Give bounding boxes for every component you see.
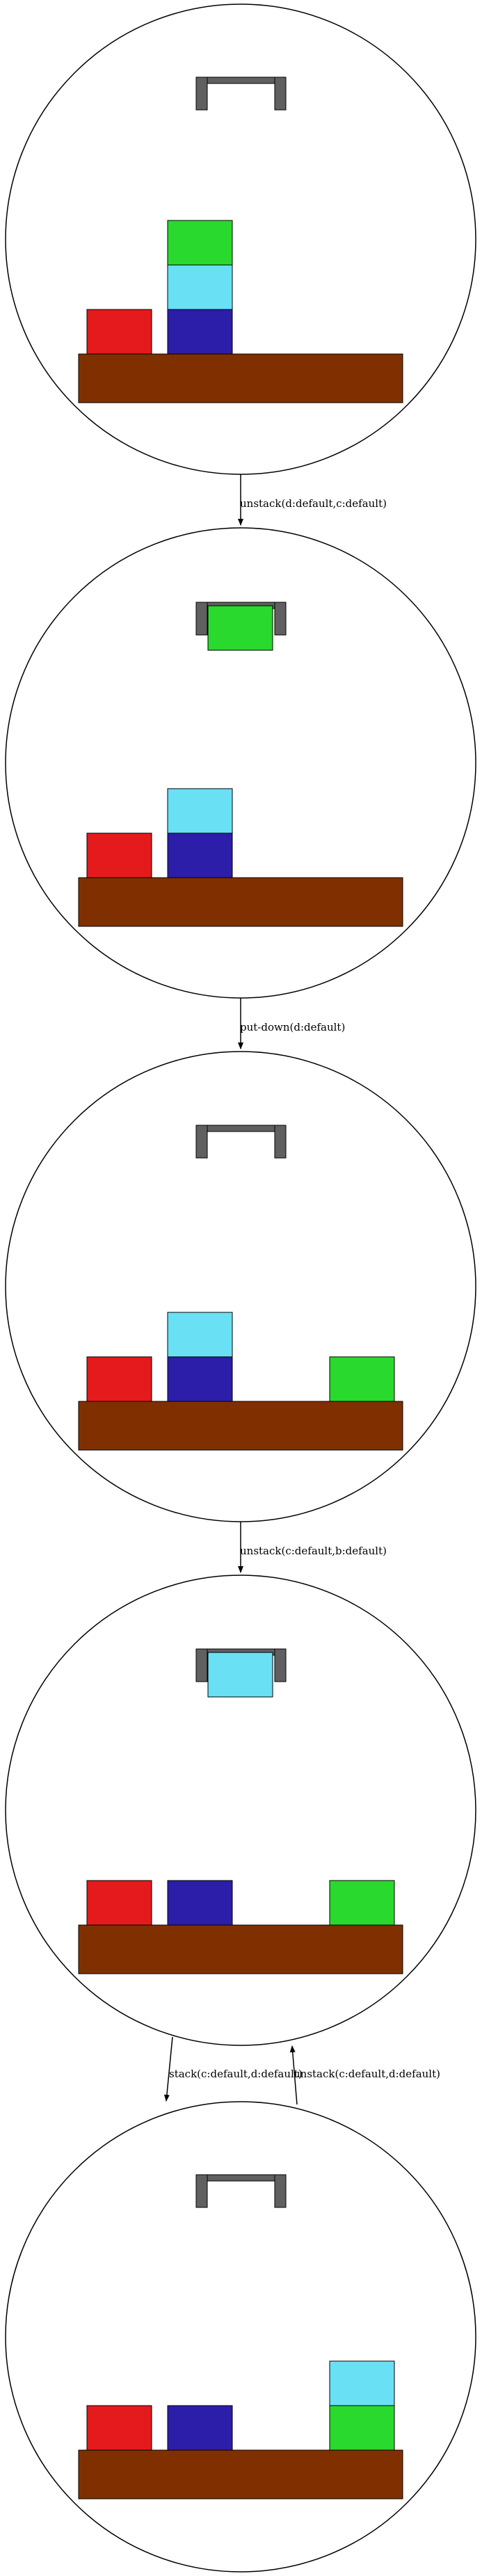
block-red	[86, 832, 152, 878]
state-node-3	[5, 1051, 476, 1522]
state-circle	[5, 2101, 476, 2573]
state-circle	[5, 1051, 476, 1522]
block-red	[86, 1880, 152, 1926]
table	[78, 1924, 403, 1974]
block-blue	[167, 2405, 233, 2451]
block-red	[86, 309, 152, 355]
state-node-2	[5, 527, 476, 999]
state-node-1	[5, 3, 476, 475]
table	[78, 2449, 403, 2499]
block-cyan	[167, 1312, 233, 1358]
edge-label: put-down(d:default)	[240, 1021, 345, 1033]
block-cyan-held	[207, 1652, 273, 1698]
table	[78, 353, 403, 403]
edge-5: unstack(c:default,d:default)	[289, 2045, 440, 2105]
state-circle	[5, 527, 476, 999]
edge-arrow	[163, 2036, 173, 2102]
gripper	[195, 1125, 287, 1159]
block-blue	[167, 309, 233, 355]
edge-arrow	[289, 2045, 298, 2105]
edge-label: unstack(c:default,b:default)	[240, 1545, 387, 1557]
block-green	[167, 220, 233, 266]
edge-2: put-down(d:default)	[238, 998, 345, 1049]
edge-4: stack(c:default,d:default)	[163, 2036, 303, 2102]
edge-3: unstack(c:default,b:default)	[238, 1522, 387, 1573]
edge-label: unstack(d:default,c:default)	[240, 497, 387, 510]
state-circle	[5, 1575, 476, 2046]
block-cyan	[167, 264, 233, 310]
block-blue	[167, 832, 233, 878]
edge-label: unstack(c:default,d:default)	[294, 2068, 440, 2080]
edge-label: stack(c:default,d:default)	[169, 2068, 303, 2080]
block-cyan	[329, 2360, 395, 2406]
block-red	[86, 1356, 152, 1402]
block-blue	[167, 1356, 233, 1402]
block-green-held	[207, 605, 273, 651]
table	[78, 877, 403, 927]
block-cyan	[167, 788, 233, 834]
state-node-5	[5, 2101, 476, 2573]
gripper	[195, 77, 287, 111]
block-green	[329, 1356, 395, 1402]
block-red	[86, 2405, 152, 2451]
gripper	[195, 2174, 287, 2208]
state-circle	[5, 3, 476, 475]
state-node-4	[5, 1575, 476, 2046]
block-blue	[167, 1880, 233, 1926]
block-green	[329, 1880, 395, 1926]
block-green	[329, 2405, 395, 2451]
edge-1: unstack(d:default,c:default)	[238, 474, 387, 526]
table	[78, 1401, 403, 1451]
